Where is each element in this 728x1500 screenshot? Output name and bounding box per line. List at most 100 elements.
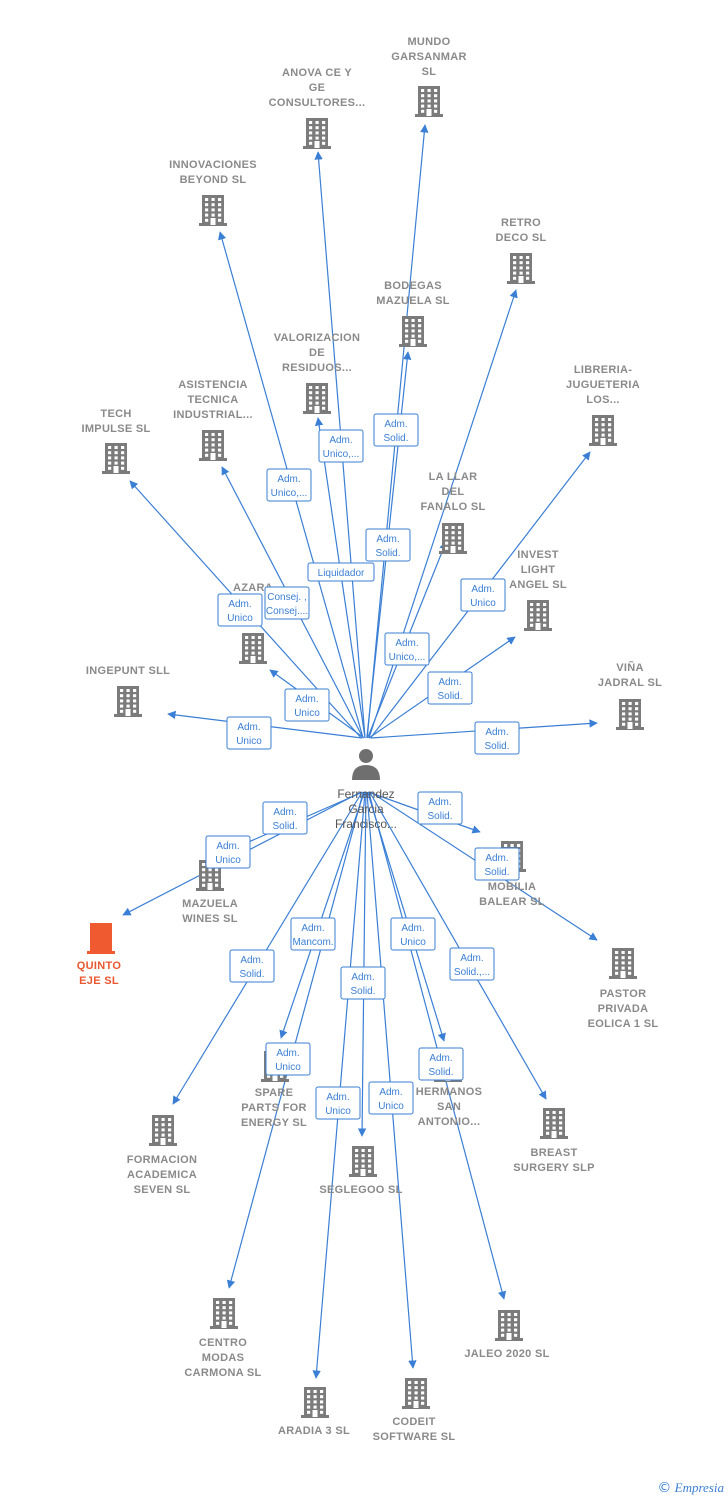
edge-label-centro[interactable]: Adm.Unico: [265, 1042, 311, 1076]
edge-jaleo: [368, 791, 507, 1300]
edge-label-jaleo[interactable]: Adm.Solid.: [418, 1047, 464, 1081]
building-icon: [199, 430, 227, 461]
edge-label-text: Solid.: [484, 741, 509, 752]
edge-spare: [279, 791, 365, 1039]
edge-label-text: Adm.: [216, 841, 239, 852]
edge-label-aradia[interactable]: Adm.Unico: [315, 1086, 361, 1120]
building-icon: [507, 253, 535, 284]
edge-label-azara[interactable]: Adm.Unico: [284, 688, 330, 722]
edge-label-text: Adm.: [295, 694, 318, 705]
edge-label-quinto[interactable]: Adm. Unico: [205, 835, 251, 869]
company-label-line: IMPULSE SL: [81, 423, 150, 435]
building-icon: [349, 1146, 377, 1177]
company-label-line: CONSULTORES...: [269, 97, 366, 109]
company-label-line: TECNICA: [188, 394, 239, 406]
building-icon: [199, 195, 227, 226]
edge-label-text: Adm.: [485, 727, 508, 738]
edge-label-spare[interactable]: Adm.Mancom.: [290, 917, 336, 951]
edge-label-breast[interactable]: Adm.Solid.,...: [449, 947, 495, 981]
edge-labels-layer: Adm.Solid.Adm.Unico,...Adm.Unico,...Adm.…: [205, 413, 520, 1120]
company-node-tech[interactable]: TECH IMPULSE SL: [81, 408, 150, 474]
company-node-ingepunt[interactable]: INGEPUNT SLL: [86, 665, 170, 717]
edge-label-hermanos[interactable]: Adm.Unico: [390, 917, 436, 951]
company-label-line: RESIDUOS...: [282, 362, 352, 374]
company-node-seglegoo[interactable]: SEGLEGOO SL: [319, 1146, 402, 1196]
edge-label-formacion[interactable]: Adm.Solid.: [229, 949, 275, 983]
edge-label-vina[interactable]: Adm. Solid.: [474, 721, 520, 755]
edge-label-invest[interactable]: Adm.Solid.: [427, 671, 473, 705]
building-icon: [87, 923, 115, 954]
company-label: TECH IMPULSE SL: [81, 408, 150, 435]
company-label-line: CENTRO: [199, 1337, 247, 1349]
edge-label-bodegas[interactable]: Adm.Solid.: [365, 528, 411, 562]
edge-label-text: Unico: [215, 855, 241, 866]
edge-label-valorizacion[interactable]: Liquidador: [307, 562, 375, 582]
company-label-line: FORMACION: [127, 1154, 198, 1166]
company-label-line: VIÑA: [616, 661, 643, 674]
edge-label-text: Adm.: [429, 1053, 452, 1064]
edge-label-asistencia[interactable]: Consej. ,Consej....: [264, 586, 310, 620]
edge-breast: [369, 791, 547, 1100]
edge-label-ingepunt[interactable]: Adm.Unico: [226, 716, 272, 750]
building-icon: [303, 383, 331, 414]
company-label-line: DEL: [442, 486, 465, 498]
company-label-line: LIGHT: [521, 564, 556, 576]
footer-brand[interactable]: © Empresia: [657, 1480, 724, 1496]
edge-label-text: Adm.: [485, 853, 508, 864]
company-label-line: SPARE: [255, 1087, 294, 1099]
edge-label-innovaciones[interactable]: Adm.Unico,...: [266, 468, 312, 502]
edge-label-anova[interactable]: Adm.Unico,...: [318, 429, 364, 463]
company-label-line: INNOVACIONES: [169, 159, 257, 171]
edge-label-libreria[interactable]: Adm.Unico: [460, 578, 506, 612]
edge-label-text: Solid.: [239, 969, 264, 980]
edge-label-text: Adm.: [379, 1087, 402, 1098]
company-node-jaleo[interactable]: JALEO 2020 SL: [464, 1310, 549, 1360]
building-icon: [301, 1387, 329, 1418]
edge-label-pastor[interactable]: Adm.Solid.: [474, 847, 520, 881]
edge-label-text: Adm.: [395, 638, 418, 649]
edge-aradia: [312, 791, 366, 1379]
edge-label-tech[interactable]: Adm.Unico: [217, 593, 263, 627]
company-label: INGEPUNT SLL: [86, 665, 170, 677]
edge-label-text: Adm.: [277, 474, 300, 485]
edge-label-text: Adm.: [351, 972, 374, 983]
company-label-line: TECH: [100, 408, 131, 420]
edge-label-text: Unico,...: [389, 652, 426, 663]
company-label-line: ASISTENCIA: [178, 379, 248, 391]
company-node-aradia[interactable]: ARADIA 3 SL: [278, 1387, 350, 1437]
edge-label-seglegoo[interactable]: Adm.Solid.: [340, 966, 386, 1000]
edge-label-mazuela[interactable]: Adm.Solid.: [262, 801, 308, 835]
edge-label-lallar[interactable]: Adm. Unico,...: [384, 632, 430, 666]
edge-label-mundo[interactable]: Adm.Solid.: [373, 413, 419, 447]
building-icon: [399, 316, 427, 347]
edge-label-codeit[interactable]: Adm.Unico: [368, 1081, 414, 1115]
edge-label-mobilia[interactable]: Adm.Solid.: [417, 791, 463, 825]
company-label-line: PRIVADA: [598, 1003, 649, 1015]
company-label-line: HERMANOS: [416, 1086, 483, 1098]
company-label-line: BODEGAS: [384, 280, 442, 292]
edge-label-text: Adm.: [326, 1092, 349, 1103]
building-icon: [149, 1115, 177, 1146]
